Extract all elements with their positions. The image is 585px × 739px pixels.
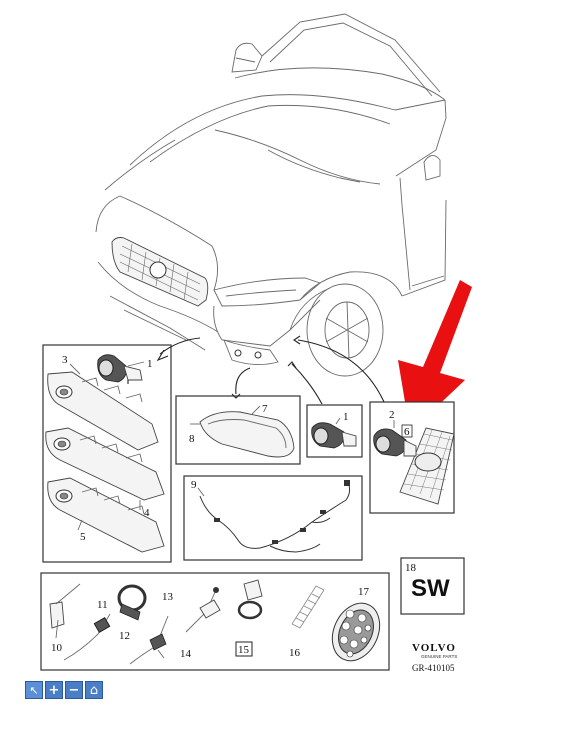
callout-5: 5 (80, 531, 86, 543)
box-sensor-holder (293, 335, 455, 514)
callout-6: 6 (404, 426, 410, 438)
callout-14: 14 (180, 648, 192, 660)
cursor-icon: ↖ (29, 683, 39, 697)
box-wiring-harness (183, 475, 363, 561)
callout-18: 18 (405, 562, 417, 574)
home-button[interactable]: ⌂ (85, 681, 103, 699)
callout-10: 10 (51, 642, 63, 654)
select-tool-button[interactable]: ↖ (25, 681, 43, 699)
callout-12: 12 (119, 630, 130, 642)
home-icon: ⌂ (89, 682, 99, 698)
callout-11: 11 (97, 599, 108, 611)
zoom-in-button[interactable]: + (45, 681, 63, 699)
box-sensor (287, 361, 363, 458)
callout-1-alt: 1 (343, 411, 349, 423)
sw-badge-box (400, 557, 465, 615)
callout-1: 1 (147, 358, 153, 370)
callout-9: 9 (191, 479, 197, 491)
callout-13: 13 (162, 591, 174, 603)
drawing-code: GR-410105 (412, 663, 455, 673)
callout-8: 8 (189, 433, 195, 445)
box-brackets (42, 337, 201, 563)
sw-badge: SW (411, 575, 450, 602)
volvo-logo: VOLVO (412, 642, 456, 654)
red-pointer-arrow (398, 280, 472, 432)
callout-3: 3 (62, 354, 68, 366)
callout-4: 4 (144, 507, 150, 519)
callout-17: 17 (358, 586, 370, 598)
diagram-toolbar: ↖ + − ⌂ (25, 681, 103, 699)
callout-16: 16 (289, 647, 301, 659)
box-fasteners (40, 572, 390, 671)
plus-icon: + (48, 682, 60, 698)
vehicle-illustration (95, 13, 447, 377)
callout-2: 2 (389, 409, 395, 421)
callout-7: 7 (262, 403, 268, 415)
callout-labels: 1 3 4 5 7 8 1 2 6 9 10 11 12 13 14 15 16… (51, 354, 417, 660)
minus-icon: − (68, 682, 80, 698)
zoom-out-button[interactable]: − (65, 681, 83, 699)
box-grille-trim (175, 367, 301, 465)
callout-15: 15 (238, 644, 250, 656)
genuine-parts-tagline: GENUINE PARTS (421, 654, 457, 659)
